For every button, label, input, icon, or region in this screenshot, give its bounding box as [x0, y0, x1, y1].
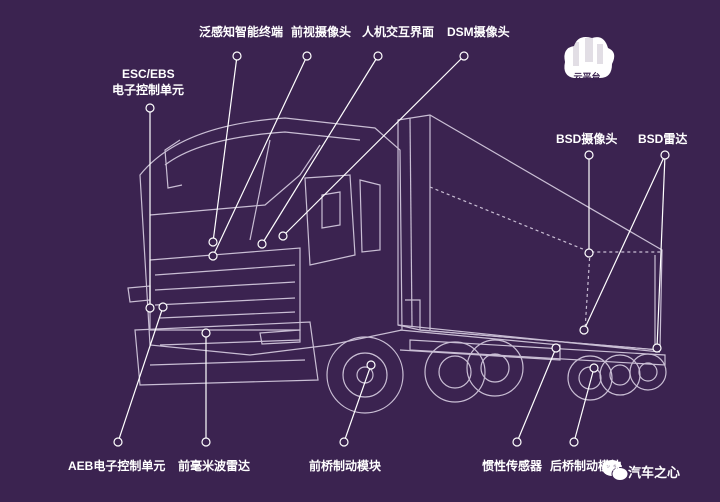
- label-bsd-camera: BSD摄像头: [556, 132, 618, 146]
- label-hmi: 人机交互界面: [362, 25, 435, 39]
- callout-lines: [117, 55, 666, 443]
- label-dsm-camera: DSM摄像头: [447, 25, 510, 39]
- label-inertial-sensor: 惯性传感器: [482, 459, 543, 473]
- label-esc-ebs-line1: ESC/EBS: [122, 67, 175, 81]
- callout-dots: [113, 51, 670, 447]
- label-front-mmw-radar: 前毫米波雷达: [178, 459, 251, 473]
- label-front-camera: 前视摄像头: [291, 25, 352, 39]
- label-esc-ebs-line2: 电子控制单元: [112, 83, 185, 97]
- label-rear-axle-brake: 后桥制动模块: [550, 459, 623, 473]
- wechat-icon: [602, 460, 629, 481]
- label-front-axle-brake: 前桥制动模块: [309, 459, 382, 473]
- truck-outline: [127, 114, 667, 414]
- cloud-platform-label: 云平台: [573, 72, 601, 82]
- label-bsd-radar: BSD雷达: [638, 132, 688, 146]
- label-perception-terminal: 泛感知智能终端: [199, 25, 284, 39]
- cloud-platform-icon: [564, 37, 615, 78]
- watermark-text: 汽车之心: [628, 465, 681, 480]
- label-aeb-ecu: AEB电子控制单元: [68, 459, 166, 473]
